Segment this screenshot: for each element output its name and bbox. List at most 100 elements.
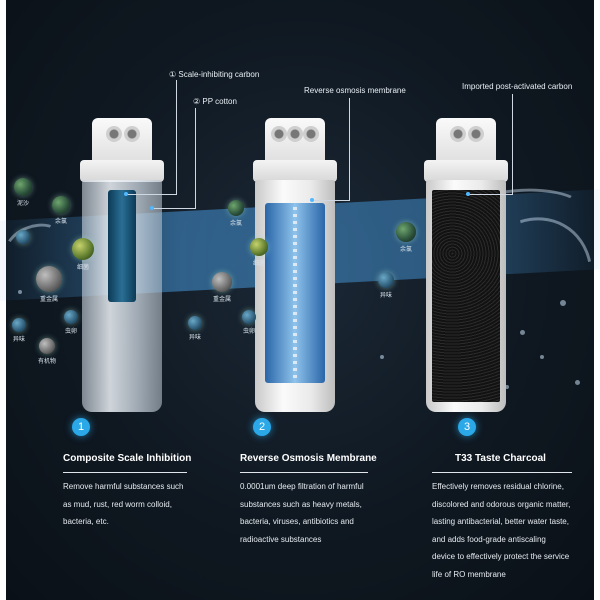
contaminant-bacteria: 细菌	[250, 238, 268, 267]
nozzle-icon	[303, 126, 319, 142]
contaminant-label: 异味	[379, 293, 392, 299]
title-underline	[432, 472, 572, 473]
description-line: substances such as heavy metals,	[240, 499, 362, 509]
callout-line	[195, 108, 196, 208]
description-line: bacteria, etc.	[63, 517, 109, 526]
contaminant-label: 异味	[188, 335, 201, 341]
contaminant-label: 余氯	[229, 221, 242, 227]
description-line: as mud, rust, red worm colloid,	[63, 499, 172, 509]
description-line: bacteria, viruses, antibiotics and	[240, 517, 354, 526]
nozzle-icon	[287, 126, 303, 142]
description-line: 0.0001um deep filtration of harmful	[240, 482, 364, 491]
nozzle-icon	[468, 126, 484, 142]
callout-line	[349, 98, 350, 200]
contaminant-heavy-metal: 重金属	[212, 272, 232, 303]
step-number-badge: 2	[253, 418, 271, 436]
callout-ro-membrane: Reverse osmosis membrane	[304, 86, 406, 95]
contaminant-label: 重金属	[212, 297, 231, 303]
contaminant-organic: 有机物	[38, 338, 56, 365]
step-number-badge: 3	[458, 418, 476, 436]
callout-dot	[150, 206, 154, 210]
odor-icon	[12, 318, 26, 332]
section-title-composite: Composite Scale Inhibition	[63, 453, 192, 464]
charcoal-core	[432, 190, 500, 402]
cartridge-cap	[265, 118, 325, 168]
chlorine-icon	[52, 196, 70, 214]
section-title-t33: T33 Taste Charcoal	[455, 453, 546, 464]
contaminant-odor: 异味	[12, 318, 26, 343]
nozzle-icon	[271, 126, 287, 142]
filter-cartridge-t33	[424, 118, 508, 412]
heavy-metal-icon	[36, 266, 62, 292]
contaminant-label: 细菌	[76, 265, 89, 271]
callout-pp-cotton: ② PP cotton	[193, 97, 237, 106]
description-line: Effectively removes residual chlorine,	[432, 482, 564, 491]
contaminant-label: 泥沙	[16, 201, 29, 207]
right-border	[594, 0, 600, 600]
water-drop	[560, 300, 566, 306]
description-line: device to effectively protect the servic…	[432, 552, 570, 561]
nozzle-icon	[124, 126, 140, 142]
ro-membrane-core	[265, 203, 325, 383]
organic-icon	[39, 338, 55, 354]
contaminant-label: 虫卵	[64, 329, 77, 335]
contaminant-label: 重金属	[39, 297, 58, 303]
contaminant-chlorine: 余氯	[52, 196, 70, 225]
water-drop	[380, 355, 384, 359]
worm-egg-icon	[64, 310, 78, 324]
callout-scale-carbon: ① Scale-inhibiting carbon	[169, 70, 260, 79]
description-line: Remove harmful substances such	[63, 482, 184, 491]
cartridge-cap	[436, 118, 496, 168]
filter-cartridge-composite	[80, 118, 164, 412]
cartridge-cap	[92, 118, 152, 168]
contaminant-bacteria: 细菌	[72, 238, 94, 271]
water-drop	[18, 290, 22, 294]
callout-dot	[310, 198, 314, 202]
section-description: Remove harmful substances such as mud, r…	[63, 478, 243, 531]
callout-line	[468, 194, 513, 195]
scale-carbon-core	[108, 190, 136, 302]
description-line: discolored and odorous organic matter,	[432, 499, 571, 509]
description-line: radioactive substances	[240, 534, 322, 544]
contaminant-particle	[16, 230, 30, 244]
nozzle-icon	[106, 126, 122, 142]
chlorine-icon	[228, 200, 244, 216]
bacteria-icon	[72, 238, 94, 260]
description-line: and adds food-grade antiscaling	[432, 534, 546, 544]
step-number-badge: 1	[72, 418, 90, 436]
title-underline	[240, 472, 368, 473]
callout-post-carbon: Imported post-activated carbon	[462, 82, 573, 91]
contaminant-odor: 异味	[188, 316, 202, 341]
contaminant-label: 余氯	[399, 247, 412, 253]
contaminant-chlorine: 余氯	[228, 200, 244, 227]
worm-egg-icon	[242, 310, 256, 324]
section-title-ro: Reverse Osmosis Membrane	[240, 453, 377, 464]
heavy-metal-icon	[212, 272, 232, 292]
contaminant-odor: 异味	[378, 272, 394, 299]
callout-line	[176, 80, 177, 194]
water-drop	[520, 330, 525, 335]
cartridge-collar	[424, 160, 508, 182]
contaminant-worm-egg: 虫卵	[64, 310, 78, 335]
cartridge-collar	[80, 160, 164, 182]
chlorine-icon	[396, 222, 416, 242]
callout-line	[152, 208, 196, 209]
contaminant-label: 有机物	[38, 359, 57, 365]
description-line: lasting antibacterial, better water tast…	[432, 517, 569, 526]
callout-dot	[466, 192, 470, 196]
contaminant-label: 余氯	[54, 219, 67, 225]
callout-line	[512, 94, 513, 194]
callout-line	[126, 194, 177, 195]
contaminant-chlorine: 余氯	[396, 222, 416, 253]
filter-cartridge-ro	[253, 118, 337, 412]
water-drop	[505, 385, 509, 389]
contaminant-worm-egg: 虫卵	[242, 310, 256, 335]
nozzle-icon	[450, 126, 466, 142]
water-drop	[575, 380, 580, 385]
cartridge-collar	[253, 160, 337, 182]
bacteria-icon	[250, 238, 268, 256]
sediment-icon	[14, 178, 32, 196]
callout-dot	[124, 192, 128, 196]
contaminant-label: 异味	[12, 337, 25, 343]
particle-icon	[16, 230, 30, 244]
